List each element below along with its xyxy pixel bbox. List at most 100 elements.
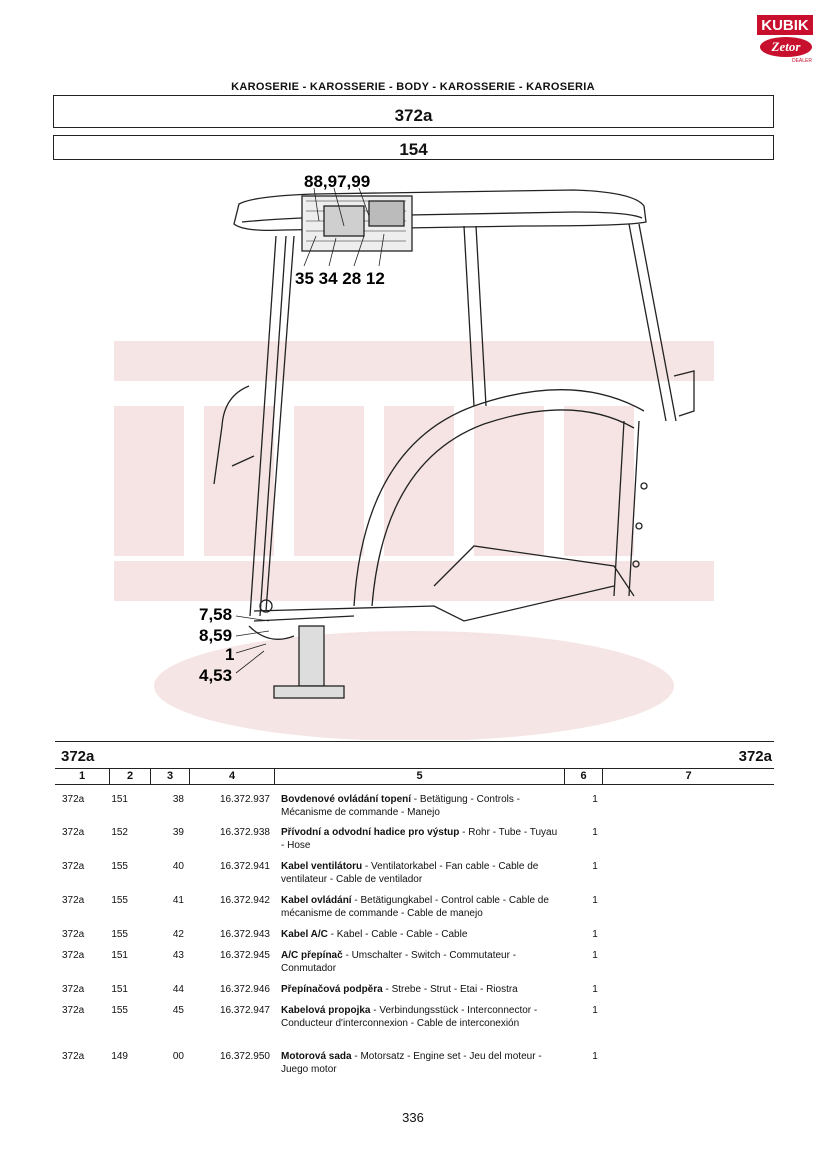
cell-description: Kabel ovládání - Betätigungkabel - Contr… [281, 894, 563, 920]
cell-group: 372a [62, 1051, 85, 1062]
part-name-cz: Kabelová propojka [281, 1005, 371, 1016]
part-name-cz: Přívodní a odvodní hadice pro výstup [281, 827, 460, 838]
cab-drawing-svg: 88,97,99 35 34 28 12 7,58 8,59 1 4,53 [114, 172, 714, 740]
part-name-cz: Bovdenové ovládání topení [281, 794, 412, 805]
cell-position: 41 [172, 895, 184, 906]
cell-description: Motorová sada - Motorsatz - Engine set -… [281, 1050, 563, 1076]
cab-drawing: 88,97,99 35 34 28 12 7,58 8,59 1 4,53 [54, 166, 774, 740]
cell-group: 372a [62, 861, 85, 872]
part-name-translations: - Ventilatorkabel - Fan cable - Cable de… [281, 861, 539, 885]
cell-part-number: 16.372.942 [219, 895, 270, 906]
cell-quantity: 1 [592, 1005, 598, 1016]
cell-group: 372a [62, 950, 85, 961]
header-group-left: 372a [61, 748, 95, 765]
cell-quantity: 1 [592, 984, 598, 995]
callout-left-2: 8,59 [199, 626, 232, 645]
cell-part-number: 16.372.941 [219, 861, 270, 872]
column-header-row: 1 2 3 4 5 6 7 [55, 768, 774, 786]
svg-text:DEALER: DEALER [792, 58, 812, 64]
svg-text:Zetor: Zetor [771, 39, 802, 54]
cell-part-number: 16.372.946 [219, 984, 270, 995]
part-name-cz: Kabel A/C [281, 929, 328, 940]
cell-figure: 155 [111, 895, 128, 906]
watermark-kubik [114, 341, 714, 740]
cell-description: Přívodní a odvodní hadice pro výstup - R… [281, 826, 563, 852]
callout-top: 88,97,99 [304, 172, 370, 191]
cell-part-number: 16.372.950 [219, 1051, 270, 1062]
cell-group: 372a [62, 827, 85, 838]
cell-figure: 149 [111, 1051, 128, 1062]
cell-quantity: 1 [592, 827, 598, 838]
page-number: 336 [402, 1110, 424, 1125]
cell-description: Bovdenové ovládání topení - Betätigung -… [281, 793, 563, 819]
cab-roof [233, 189, 647, 252]
col-4: 4 [228, 770, 236, 782]
group-code-box: 372a [53, 95, 774, 128]
svg-text:KUBIK: KUBIK [761, 17, 809, 34]
cell-description: Kabelová propojka - Verbindungsstück - I… [281, 1004, 563, 1030]
callout-leaders [235, 187, 385, 674]
cell-figure: 155 [111, 1005, 128, 1016]
cell-group: 372a [62, 895, 85, 906]
col-1: 1 [78, 770, 86, 782]
cell-description: A/C přepínač - Umschalter - Switch - Com… [281, 949, 563, 975]
cell-position: 40 [172, 861, 184, 872]
cell-figure: 155 [111, 861, 128, 872]
section-title: KAROSERIE - KAROSSERIE - BODY - KAROSSER… [231, 81, 595, 93]
cell-figure: 151 [111, 984, 128, 995]
cell-group: 372a [62, 1005, 85, 1016]
part-name-translations: - Rohr - Tube - Tuyau - Hose [281, 827, 558, 851]
part-name-translations: - Betätigung - Controls - Mécanisme de c… [281, 794, 520, 818]
callout-top-bottom: 35 34 28 12 [295, 269, 385, 288]
part-name-cz: Přepínačová podpěra [281, 984, 383, 995]
cell-part-number: 16.372.945 [219, 950, 270, 961]
cell-position: 42 [172, 929, 184, 940]
parts-table-header: 372a 372a 1 2 3 4 5 6 7 [55, 741, 774, 785]
cell-position: 39 [172, 827, 184, 838]
cell-group: 372a [62, 984, 85, 995]
cell-description: Přepínačová podpěra - Strebe - Strut - E… [281, 983, 563, 996]
cell-part-number: 16.372.943 [219, 929, 270, 940]
cell-part-number: 16.372.938 [219, 827, 270, 838]
cell-quantity: 1 [592, 929, 598, 940]
cell-position: 43 [172, 950, 184, 961]
cell-figure: 151 [111, 950, 128, 961]
cell-quantity: 1 [592, 1051, 598, 1062]
cell-part-number: 16.372.937 [219, 794, 270, 805]
callout-left-3: 1 [225, 645, 234, 664]
part-name-translations: - Betätigungkabel - Control cable - Cabl… [281, 895, 549, 919]
cell-description: Kabel A/C - Kabel - Cable - Cable - Cabl… [281, 928, 563, 941]
callout-left-1: 7,58 [199, 605, 232, 624]
callout-left-4: 4,53 [199, 666, 232, 685]
part-name-translations: - Motorsatz - Engine set - Jeu del moteu… [281, 1051, 542, 1075]
part-name-translations: - Kabel - Cable - Cable - Cable [327, 929, 468, 940]
part-name-cz: Kabel ventilátoru [281, 861, 363, 872]
cell-figure: 155 [111, 929, 128, 940]
cell-quantity: 1 [592, 861, 598, 872]
col-2: 2 [126, 770, 134, 782]
cell-quantity: 1 [592, 794, 598, 805]
figure-number-box: 154 [53, 135, 774, 160]
cell-quantity: 1 [592, 950, 598, 961]
cell-part-number: 16.372.947 [219, 1005, 270, 1016]
part-name-cz: Motorová sada [281, 1051, 352, 1062]
part-name-cz: A/C přepínač [281, 950, 343, 961]
cell-position: 45 [172, 1005, 184, 1016]
kubik-zetor-logo: KUBIK Zetor DEALER [756, 14, 814, 64]
cab-frame [213, 223, 695, 699]
cell-position: 38 [172, 794, 184, 805]
group-code: 372a [394, 106, 433, 125]
part-name-translations: - Umschalter - Switch - Commutateur - Co… [281, 950, 517, 974]
col-5: 5 [416, 770, 423, 782]
cell-description: Kabel ventilátoru - Ventilatorkabel - Fa… [281, 860, 563, 886]
cell-quantity: 1 [592, 895, 598, 906]
col-7: 7 [685, 770, 692, 782]
part-name-translations: - Strebe - Strut - Etai - Riostra [382, 984, 518, 995]
part-name-cz: Kabel ovládání [281, 895, 352, 906]
cell-position: 00 [172, 1051, 184, 1062]
cell-group: 372a [62, 929, 85, 940]
part-name-translations: - Verbindungsstück - Interconnector - Co… [281, 1005, 538, 1029]
cell-figure: 152 [111, 827, 128, 838]
cell-position: 44 [172, 984, 184, 995]
header-group-right: 372a [738, 748, 772, 765]
